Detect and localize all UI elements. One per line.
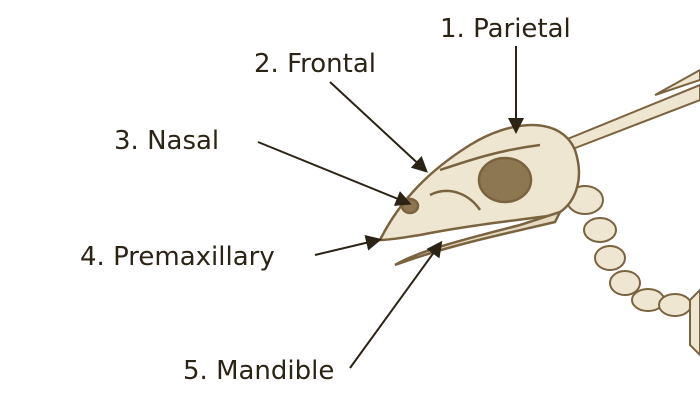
nasal-pointer [257,141,412,206]
label-premaxillary: 4. Premaxillary [80,242,275,272]
label-nasal: 3. Nasal [114,126,220,156]
label-parietal: 1. Parietal [440,14,571,44]
mandible-pointer [349,240,443,369]
label-mandible: 5. Mandible [183,356,335,386]
spine-sketch [563,68,700,357]
label-frontal: 2. Frontal [254,49,376,79]
premaxillary-pointer [314,234,382,256]
frontal-pointer [329,81,428,173]
leader-lines [257,46,524,369]
skull-sketch [377,123,581,267]
